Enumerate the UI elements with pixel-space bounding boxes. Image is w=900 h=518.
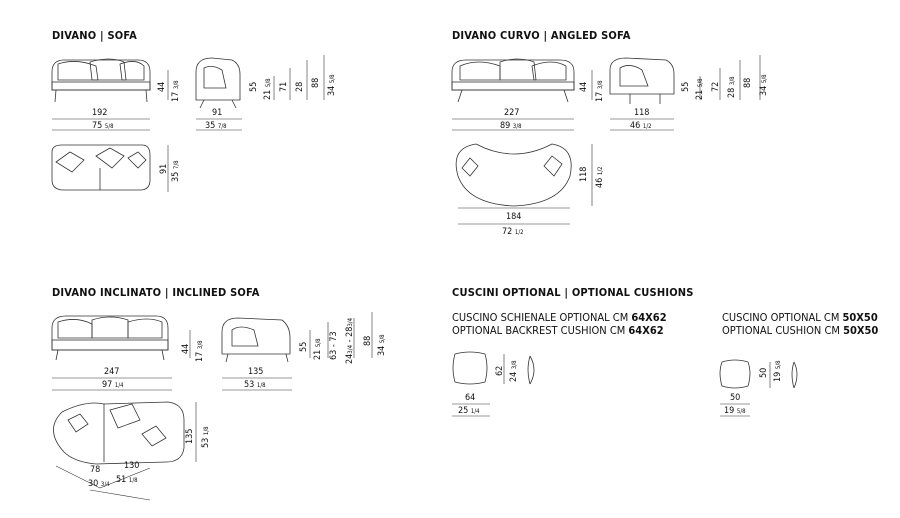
square-cushion-line1: CUSCINO OPTIONAL CM 50X50	[722, 311, 878, 324]
inclined-side-dim-lines	[222, 312, 373, 391]
sofa-top-depth-cm: 91	[159, 163, 169, 174]
angled-side-seat-cm: 55	[681, 81, 691, 92]
sofa-front-height-cm: 44	[157, 81, 167, 92]
square-cushion-line2: OPTIONAL CUSHION CM 50X50	[722, 324, 879, 337]
angled-top-depth-cm: 118	[579, 166, 589, 182]
sofa-front-dim-lines	[52, 70, 169, 131]
angled-front-dim-lines	[452, 70, 593, 131]
angled-side-seat-in: 21 5/8	[695, 78, 705, 100]
sofa-top-depth-in: 35 7/8	[171, 160, 181, 182]
inclined-top-side-a-in: 30 3/4	[88, 479, 110, 489]
sofa-top-drawing	[51, 144, 151, 191]
sofa-title: DIVANO | SOFA	[52, 29, 137, 42]
inclined-side-height-in: 34 5/8	[377, 334, 387, 356]
square-cushion-width-in: 19 5/8	[724, 406, 746, 416]
inclined-side-width-in: 53 1/8	[244, 380, 266, 390]
inclined-front-drawing	[51, 315, 169, 361]
inclined-top-depth-in: 53 1/8	[201, 426, 211, 448]
square-cushion-dim-lines	[720, 362, 771, 417]
angled-side-arm-cm: 72	[711, 81, 721, 92]
angled-sofa-title: DIVANO CURVO | ANGLED SOFA	[452, 29, 631, 42]
angled-top-depth-in: 46 1/2	[595, 166, 605, 188]
inclined-side-height-cm: 88	[363, 335, 373, 346]
square-cushion-height-in: 19 5/8	[773, 360, 783, 382]
angled-front-width-cm: 227	[504, 108, 520, 118]
inclined-front-height-in: 17 3/8	[195, 340, 205, 362]
inclined-top-side-b-cm: 130	[124, 461, 140, 471]
backrest-cushion-dim-lines	[452, 354, 505, 417]
inclined-sofa-title: DIVANO INCLINATO | INCLINED SOFA	[52, 286, 260, 299]
angled-top-width-cm: 184	[506, 212, 522, 222]
square-cushion-height-cm: 50	[759, 367, 769, 378]
inclined-side-arm-in: 243/4 - 283/4	[345, 317, 355, 364]
angled-front-width-in: 89 3/8	[500, 121, 522, 131]
inclined-top-dim-lines	[55, 402, 197, 501]
backrest-cushion-height-cm: 62	[495, 365, 505, 376]
angled-side-width-cm: 118	[634, 108, 650, 118]
sofa-front-drawing	[51, 58, 151, 103]
inclined-top-depth-cm: 135	[185, 428, 195, 444]
angled-side-height-in: 34 5/8	[759, 74, 769, 96]
backrest-cushion-width-in: 25 1/4	[458, 406, 480, 416]
backrest-cushion-line2: OPTIONAL BACKREST CUSHION CM 64X62	[452, 324, 664, 337]
sofa-front-width-in: 75 5/8	[92, 121, 114, 131]
backrest-cushion-height-in: 24 3/8	[509, 360, 519, 382]
backrest-cushion-drawing	[452, 351, 535, 385]
angled-side-dim-lines	[610, 55, 761, 131]
sofa-side-arm-in: 28	[295, 81, 305, 92]
inclined-top-side-a-cm: 78	[90, 465, 101, 475]
inclined-side-arm-cm: 63 - 73	[329, 331, 339, 360]
sofa-front-height-in: 17 3/8	[171, 80, 181, 102]
sofa-side-drawing	[195, 57, 241, 109]
angled-side-width-in: 46 1/2	[630, 121, 652, 131]
sofa-side-arm-cm: 71	[279, 81, 289, 92]
sofa-side-seat-cm: 55	[249, 81, 259, 92]
angled-side-height-cm: 88	[743, 77, 753, 88]
sofa-side-height-cm: 88	[311, 77, 321, 88]
inclined-top-side-b-in: 51 1/8	[116, 475, 138, 485]
square-cushion-drawing	[719, 359, 798, 389]
backrest-cushion-width-cm: 64	[465, 393, 476, 403]
angled-top-width-in: 72 1/2	[502, 227, 524, 237]
angled-side-arm-in: 28 3/8	[727, 76, 737, 98]
cushions-title: CUSCINI OPTIONAL | OPTIONAL CUSHIONS	[452, 286, 694, 299]
sofa-side-dim-lines	[196, 55, 325, 131]
inclined-front-dim-lines	[52, 330, 191, 391]
sofa-side-width-in: 35 7/8	[205, 121, 227, 131]
angled-front-height-in: 17 3/8	[595, 80, 605, 102]
square-cushion-width-cm: 50	[730, 393, 741, 403]
inclined-front-width-cm: 247	[104, 367, 120, 377]
inclined-front-height-cm: 44	[181, 343, 191, 354]
inclined-top-drawing	[53, 401, 185, 465]
angled-front-drawing	[451, 58, 575, 103]
sofa-side-width-cm: 91	[212, 108, 223, 118]
angled-top-dim-lines	[458, 144, 593, 225]
inclined-side-drawing	[221, 317, 291, 363]
sofa-side-height-in: 34 5/8	[327, 74, 337, 96]
inclined-front-width-in: 97 1/4	[102, 380, 124, 390]
backrest-cushion-line1: CUSCINO SCHIENALE OPTIONAL CM 64X62	[452, 311, 667, 324]
angled-front-height-cm: 44	[579, 81, 589, 92]
inclined-side-width-cm: 135	[248, 367, 264, 377]
sofa-front-width-cm: 192	[92, 108, 108, 118]
inclined-side-seat-in: 21 5/8	[313, 338, 323, 360]
sofa-side-seat-in: 21 5/8	[263, 78, 273, 100]
inclined-side-seat-cm: 55	[299, 341, 309, 352]
angled-top-drawing	[455, 143, 572, 207]
angled-side-drawing	[609, 57, 675, 104]
